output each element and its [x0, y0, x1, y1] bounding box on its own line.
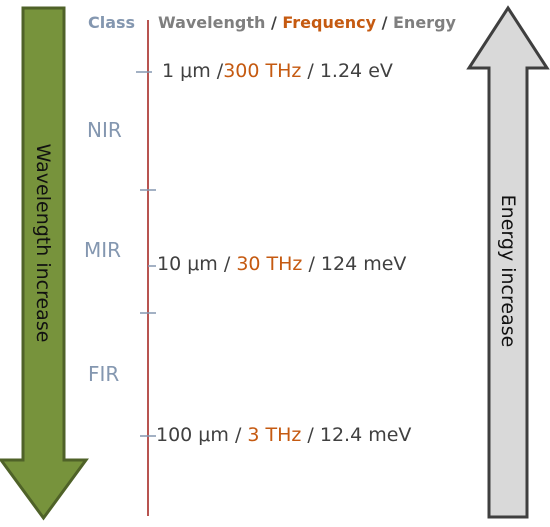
energy-increase-arrow — [466, 5, 550, 519]
energy-increase-label: Energy increase — [497, 194, 519, 348]
value-separator: / — [217, 253, 237, 275]
header-separator-1: / — [265, 13, 283, 32]
wavelength-value: 1 μm — [162, 60, 211, 82]
header-separator-2: / — [376, 13, 393, 32]
frequency-value: 300 THz — [223, 60, 302, 82]
frequency-value: 3 THz — [247, 424, 302, 446]
wavelength-increase-arrow — [0, 6, 89, 521]
value-label-10um: 10 μm / 30 THz / 124 meV — [157, 253, 406, 275]
wavelength-increase-label: Wavelength increase — [32, 143, 54, 343]
value-separator: / — [301, 60, 320, 82]
value-separator: / — [210, 60, 224, 82]
value-separator: / — [301, 424, 320, 446]
wavelength-value: 10 μm — [157, 253, 218, 275]
energy-value: 12.4 meV — [319, 424, 412, 446]
frequency-value: 30 THz — [236, 253, 303, 275]
header-wavelength-label: Wavelength — [158, 13, 266, 32]
header-frequency-label: Frequency — [282, 13, 377, 32]
header-class-label: Class — [88, 13, 136, 32]
header-energy-label: Energy — [393, 13, 456, 32]
column-header: Class — [88, 13, 135, 32]
class-label-mir: MIR — [84, 238, 122, 262]
column-header-quantities: Wavelength / Frequency / Energy — [158, 13, 456, 32]
value-separator: / — [302, 253, 321, 275]
energy-value: 124 meV — [320, 253, 407, 275]
class-label-fir: FIR — [88, 362, 120, 386]
value-separator: / — [228, 424, 248, 446]
value-label-1um: 1 μm /300 THz / 1.24 eV — [162, 60, 393, 82]
energy-value: 1.24 eV — [319, 60, 393, 82]
class-label-nir: NIR — [87, 118, 122, 142]
wavelength-value: 100 μm — [156, 424, 229, 446]
value-label-100um: 100 μm / 3 THz / 12.4 meV — [156, 424, 411, 446]
